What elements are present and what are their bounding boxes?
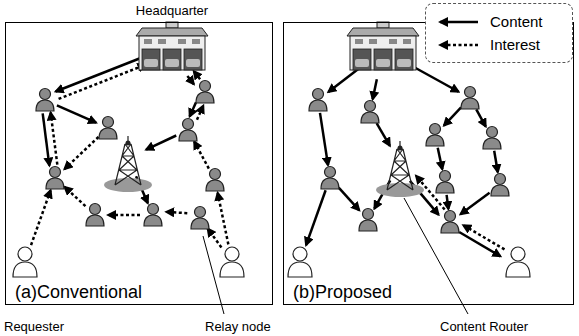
relay-node — [196, 81, 214, 104]
relay-node — [36, 89, 54, 112]
interest-arrow — [65, 187, 86, 206]
legend-row: Content — [434, 10, 564, 33]
requester-icon — [288, 247, 312, 277]
leader-line — [203, 236, 224, 314]
relay-node — [461, 87, 479, 110]
requester-icon — [506, 247, 530, 277]
leader-line — [404, 198, 468, 314]
interest-arrow — [218, 193, 229, 245]
content-sample — [440, 20, 478, 23]
content-arrow — [57, 105, 96, 122]
legend-text: Content — [490, 13, 543, 30]
content-arrow — [187, 76, 193, 84]
legend-row: Interest — [434, 33, 564, 56]
content-router-label-holder: Content Router — [440, 317, 528, 335]
legend-text: Interest — [490, 36, 540, 53]
interest-arrow — [64, 137, 98, 169]
content-arrow — [409, 64, 458, 91]
content-arrow — [373, 79, 377, 99]
content-arrow — [459, 232, 500, 256]
content-arrow — [447, 195, 449, 209]
headquarter-building — [347, 22, 419, 70]
relay-node — [361, 101, 379, 124]
relay-node — [491, 174, 509, 197]
content-arrow — [377, 123, 390, 146]
content-arrow — [339, 188, 360, 211]
interest-arrow — [208, 229, 222, 248]
relay-node — [426, 124, 444, 147]
relay-node — [483, 127, 501, 150]
requester-label-holder: Requester — [4, 317, 64, 335]
content-arrow — [306, 190, 326, 245]
relay-node — [99, 117, 117, 140]
requester-icon — [13, 247, 37, 277]
relay-node — [191, 207, 209, 230]
relay-node-label-holder: Relay node — [205, 317, 271, 335]
content-arrow — [320, 113, 328, 165]
relay-node — [179, 119, 197, 142]
requester-label: Requester — [4, 319, 64, 334]
building-label: Headquarter — [136, 3, 208, 18]
content-arrow — [460, 193, 489, 215]
content-arrow — [328, 68, 359, 92]
content-arrow — [190, 102, 196, 116]
content-router-tower — [376, 141, 424, 197]
content-arrow — [476, 109, 485, 126]
relay-node — [206, 169, 224, 192]
interest-sample — [440, 43, 478, 46]
headquarter-building — [136, 22, 208, 70]
content-arrow — [56, 57, 143, 91]
content-arrow — [146, 135, 176, 149]
building-label-holder: Headquarter — [136, 1, 208, 19]
content-arrow — [43, 113, 50, 165]
panel-caption: (a)Conventional — [15, 283, 142, 303]
relay-node — [321, 167, 339, 190]
interest-arrow — [166, 212, 187, 213]
flow-arrows — [31, 57, 504, 256]
content-arrow — [494, 151, 498, 172]
content-arrow — [438, 148, 443, 170]
legend-sample — [434, 38, 482, 52]
relay-node — [359, 209, 377, 232]
relay-node — [309, 89, 327, 112]
interest-arrow — [197, 106, 203, 120]
relay-node — [144, 204, 162, 227]
interest-arrow — [59, 65, 146, 99]
interest-arrow — [51, 112, 58, 164]
relay-node — [441, 211, 459, 234]
content-router-label: Content Router — [440, 319, 528, 334]
legend-sample — [434, 15, 482, 29]
relay-node — [436, 171, 454, 194]
relay-node — [86, 204, 104, 227]
relay-node-label: Relay node — [205, 319, 271, 334]
interest-arrow — [194, 71, 200, 79]
legend-box: ContentInterest — [425, 3, 573, 63]
panel-caption: (b)Proposed — [293, 283, 392, 303]
scenario-panel: (a)Conventional — [5, 22, 273, 305]
interest-arrow — [194, 141, 209, 168]
content-arrow — [444, 107, 461, 125]
interest-arrow — [108, 214, 140, 217]
requester-icon — [220, 247, 244, 277]
radio-tower — [104, 136, 152, 192]
scenario-panel: (b)Proposed — [283, 22, 574, 305]
relay-node — [46, 167, 64, 190]
interest-arrow — [31, 190, 51, 245]
